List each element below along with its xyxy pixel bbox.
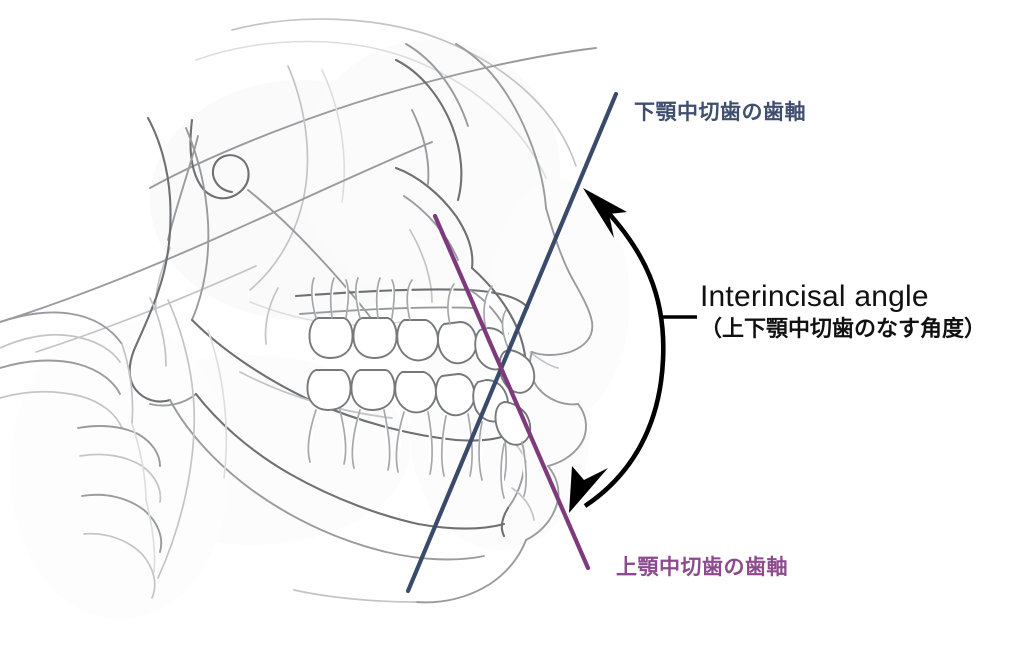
- interincisal-angle-title: Interincisal angle: [700, 280, 929, 313]
- arrow-head-to-mandibular-axis: [583, 188, 627, 238]
- interincisal-angle-annotation: [569, 188, 697, 513]
- interincisal-angle-label-group: Interincisal angle （上下顎中切歯のなす角度）: [700, 281, 986, 342]
- interincisal-angle-arc: [583, 194, 666, 508]
- cranial-vault-outline: [149, 18, 597, 291]
- arrow-head-to-maxillary-axis: [569, 466, 608, 513]
- mandibular-incisor-axis-label: 下顎中切歯の歯軸: [634, 101, 806, 124]
- mandibular-teeth: [306, 369, 532, 499]
- mandibular-incisor-axis-line: [405, 91, 619, 594]
- posterior-neck-outline: [157, 299, 228, 579]
- maxillary-incisor-axis-line: [432, 213, 591, 571]
- soft-tissue-profile: [293, 43, 594, 604]
- orbital-nasal-region: [394, 43, 474, 303]
- maxillary-incisor-axis-label: 上顎中切歯の歯軸: [616, 556, 788, 579]
- interincisal-angle-subtitle: （上下顎中切歯のなす角度）: [700, 315, 987, 341]
- cervical-spine: [0, 297, 167, 599]
